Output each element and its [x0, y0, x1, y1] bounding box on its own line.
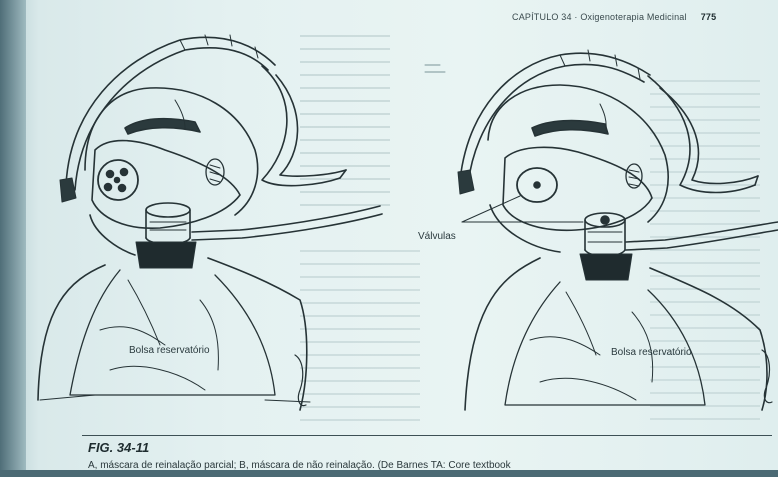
figure-number: FIG. 34-11 — [88, 440, 149, 455]
figure-divider — [82, 435, 772, 436]
left-reservoir-bag-label: Bolsa reservatório — [129, 345, 210, 356]
valves-label: Válvulas — [418, 231, 456, 242]
partial-rebreather-mask-illustration — [38, 35, 382, 410]
non-rebreather-mask-illustration — [425, 50, 778, 410]
right-reservoir-bag-label: Bolsa reservatório — [611, 347, 692, 358]
page-bottom-edge — [0, 470, 778, 477]
